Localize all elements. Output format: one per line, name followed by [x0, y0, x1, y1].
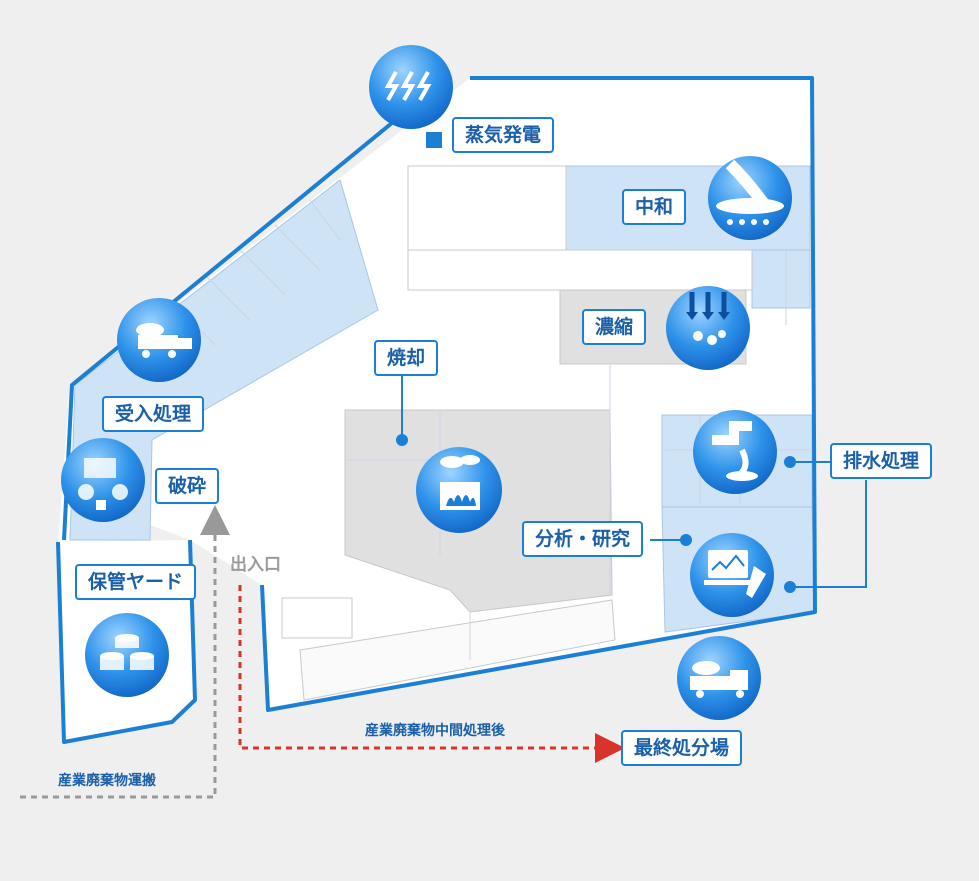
office-building — [407, 165, 567, 251]
drainage-icon — [693, 410, 777, 494]
label-incineration[interactable]: 焼却 — [374, 340, 439, 376]
label-crushing[interactable]: 破砕 — [155, 468, 220, 504]
final-disposal-truck-icon — [677, 636, 761, 720]
storage-barrels-icon — [85, 613, 169, 697]
neutralization-icon — [708, 156, 792, 240]
label-steam-power[interactable]: 蒸気発電 — [452, 117, 555, 153]
steam-icon — [369, 45, 453, 129]
label-storage-yard[interactable]: 保管ヤード — [75, 564, 197, 600]
neutralization-zone-ext — [751, 249, 811, 309]
waste-transport-route — [20, 505, 230, 799]
receiving-truck-icon — [117, 298, 201, 382]
incineration-icon — [416, 447, 502, 533]
parking-area — [299, 599, 616, 701]
receiving-zone — [69, 179, 379, 541]
routes — [20, 505, 625, 799]
label-final-disposal[interactable]: 最終処分場 — [621, 730, 743, 766]
waste-transport-label: 産業廃棄物運搬 — [58, 773, 156, 789]
after-intermediate-label: 産業廃棄物中間処理後 — [365, 723, 505, 739]
label-neutralization[interactable]: 中和 — [622, 189, 687, 225]
concentration-icon — [666, 286, 750, 370]
label-drainage-treatment[interactable]: 排水処理 — [830, 443, 933, 479]
label-connectors — [396, 132, 867, 593]
label-concentration[interactable]: 濃縮 — [582, 309, 647, 345]
exit-route — [238, 585, 625, 763]
analysis-icon — [690, 533, 774, 617]
crushing-icon — [61, 438, 145, 522]
label-receiving[interactable]: 受入処理 — [102, 396, 205, 432]
entrance-label: 出入口 — [230, 555, 281, 575]
label-analysis-research[interactable]: 分析・研究 — [522, 521, 644, 557]
